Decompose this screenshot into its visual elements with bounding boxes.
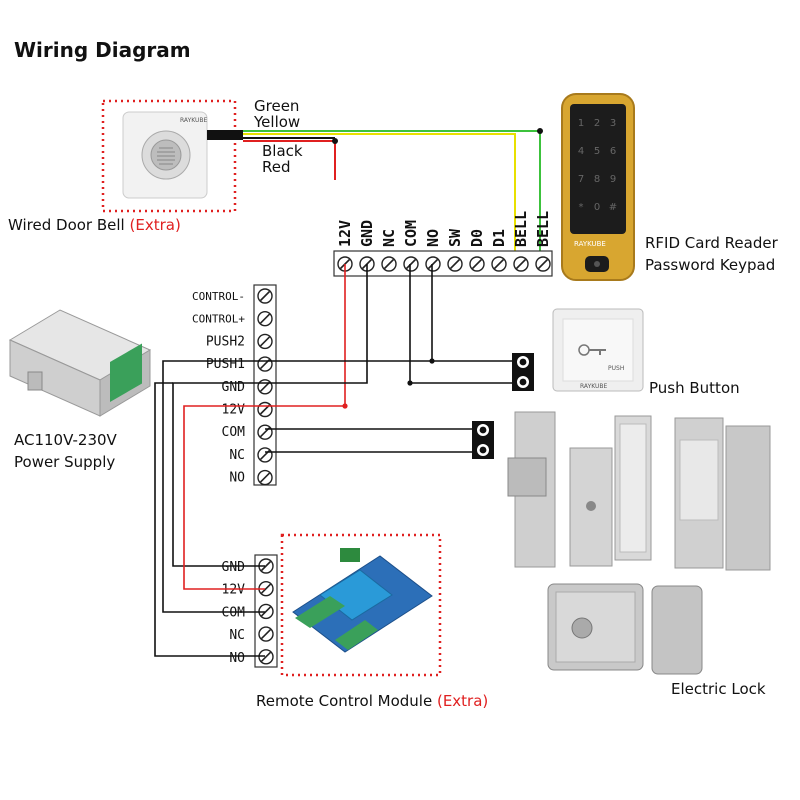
wire-label-yellow: Yellow [253,113,300,131]
keypad-key-label: 7 [578,174,584,185]
push-button-text: PUSH [608,365,624,372]
push-button-brand: RAYKUBE [580,383,608,390]
wire-junction [537,128,543,134]
remote-terminal-labels: GND 12V COM NC NO [222,560,246,666]
terminal-screw-icon [447,256,463,272]
keypad-label-line1: RFID Card Reader [645,234,779,252]
remote-terminal-label: NO [229,651,245,666]
keypad-terminal-label: GND [358,220,376,247]
door-bell-device: RAYKUBE [101,99,243,213]
push-button-device: PUSH RAYKUBE [552,308,644,392]
terminal-screw-icon [258,558,274,574]
terminal-screw-icon [257,333,273,350]
push-button-connector [512,353,534,391]
lock-connector [472,421,494,459]
wire-label-red: Red [262,158,291,176]
power-supply-terminal-label: GND [222,380,246,395]
terminal-screw-icon [491,256,507,272]
extra-border [101,99,237,213]
keypad-terminal-label: 12V [336,220,354,247]
keypad-key-label: 3 [610,118,616,129]
wire-junction [407,380,413,386]
door-bell-label: Wired Door Bell (Extra) [8,216,181,234]
remote-terminal-label: NC [229,628,245,643]
keypad-key-label: 5 [594,146,600,157]
remote-terminal-label: GND [222,560,246,575]
keypad-brand: RAYKUBE [574,240,606,248]
keypad-key-label: # [609,202,617,213]
wire-label-green: Green [254,97,299,115]
keypad-key-label: * [579,202,584,213]
terminal-screw-icon [535,256,551,272]
remote-module-device [280,533,442,677]
remote-terminal-label: 12V [222,583,246,598]
keypad-key-label: 8 [594,174,600,185]
keypad-key-label: 9 [610,174,616,185]
terminal-screw-icon [381,256,397,272]
terminal-screw-icon [425,256,441,272]
power-supply-terminal-label: 12V [222,403,246,418]
terminal-screw-icon [403,256,419,272]
terminal-screw-icon [469,256,485,272]
terminal-screw-icon [257,356,273,372]
terminal-screw-icon [258,603,274,620]
terminal-screw-icon [257,401,273,418]
power-supply-terminal-label: NO [229,471,245,486]
keypad-terminal-label: COM [402,220,420,247]
power-supply-terminal-label: NC [229,448,245,463]
power-supply-terminal-label: PUSH1 [206,357,245,372]
power-supply-terminal-label: COM [222,425,246,440]
keypad-key-label: 4 [578,146,584,157]
door-bell-brand: RAYKUBE [180,117,208,124]
keypad-terminal-label: NO [424,229,442,247]
keypad-key-label: 6 [610,146,616,157]
terminal-screw-icon [257,424,273,440]
yellow-wire [243,133,516,256]
keypad-terminal-label: BELL [534,211,552,247]
terminal-screw-icon [257,311,273,327]
keypad-terminal-label: BELL [512,211,530,247]
keypad-key-label: 2 [594,118,600,129]
wire-junction [429,358,435,364]
wire-junction [332,138,338,144]
power-supply-device [8,309,152,417]
power-supply-terminal-label: CONTROL+ [192,313,245,326]
terminal-screw-icon [257,447,273,463]
electric-lock-label: Electric Lock [671,680,766,698]
terminal-screw-icon [513,256,529,272]
push-button-label: Push Button [649,379,740,397]
power-supply-label-line1: AC110V-230V [14,431,118,449]
keypad-terminal-label: SW [446,228,464,247]
remote-module-label: Remote Control Module (Extra) [256,692,488,710]
keypad-label-line2: Password Keypad [645,256,775,274]
keypad-key-label: 1 [578,118,584,129]
power-supply-terminal-label: CONTROL- [192,290,245,303]
power-supply-terminal-label: PUSH2 [206,334,245,349]
keypad-terminal-label: NC [380,229,398,247]
terminal-screw-icon [257,379,273,395]
door-bell-cable [207,130,243,140]
power-supply-label-line2: Power Supply [14,453,115,471]
diagram-title: Wiring Diagram [14,38,191,62]
terminal-screw-icon [257,288,273,304]
extra-border [280,533,442,677]
keypad-terminal-label: D0 [468,229,486,247]
keypad-terminal-label: D1 [490,229,508,247]
remote-terminal-label: COM [222,605,246,620]
wire-junction [342,403,348,409]
terminal-screw-icon [258,626,274,642]
keypad-key-label: 0 [594,202,600,213]
wire-label-black: Black [262,142,303,160]
terminal-screw-icon [257,469,273,486]
electric-lock-devices [507,411,771,675]
